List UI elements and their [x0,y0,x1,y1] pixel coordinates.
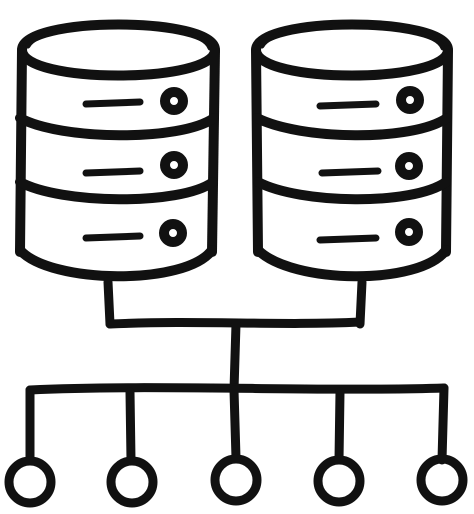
connector-trunk-icon [229,319,241,395]
right-disk-3-light-icon [395,218,423,246]
network-node-5-icon [416,454,468,506]
right-disk-3-label-icon [316,234,380,244]
right-database-side-right-icon [441,45,453,257]
left-database-icon [15,19,220,282]
database-connector-icon [103,277,367,395]
network-branch-5-icon [437,383,449,465]
network-node-1-icon [4,456,56,508]
right-database-top-sketch-icon [259,23,446,51]
network-node-2-icon [106,456,158,508]
left-database-side-right-icon [207,45,220,257]
left-database-side-left-icon [15,45,27,257]
left-disk-3-label-icon [82,232,144,242]
left-disk-2-label-icon [82,167,144,177]
right-database-bottom-icon [253,245,451,282]
left-database-top-sketch-icon [25,23,213,51]
right-database-side-left-icon [251,45,263,257]
right-disk-2-light-icon [395,152,423,180]
right-disk-2-label-icon [318,167,382,177]
right-database-icon [251,19,453,282]
network-node-4-icon [313,455,365,507]
left-disk-3-light-icon [159,219,187,247]
left-disk-2-light-icon [160,151,188,179]
network-branch-4-icon [334,387,345,465]
right-database-divider-1-icon [252,113,452,141]
network-tree-icon [4,383,468,508]
right-disk-1-label-icon [316,100,380,110]
left-disk-1-light-icon [160,87,188,115]
network-node-3-icon [210,454,262,506]
left-database-divider-1-icon [15,113,219,141]
connector-left-drop-icon [103,277,115,329]
network-branch-3-icon [229,385,241,463]
right-disk-1-light-icon [396,86,424,114]
left-database-bottom-icon [15,245,217,282]
connector-right-drop-icon [355,277,367,329]
left-disk-1-label-icon [82,98,144,108]
network-branch-2-icon [125,387,136,465]
right-database-divider-2-icon [253,177,451,205]
left-database-divider-2-icon [15,177,218,205]
